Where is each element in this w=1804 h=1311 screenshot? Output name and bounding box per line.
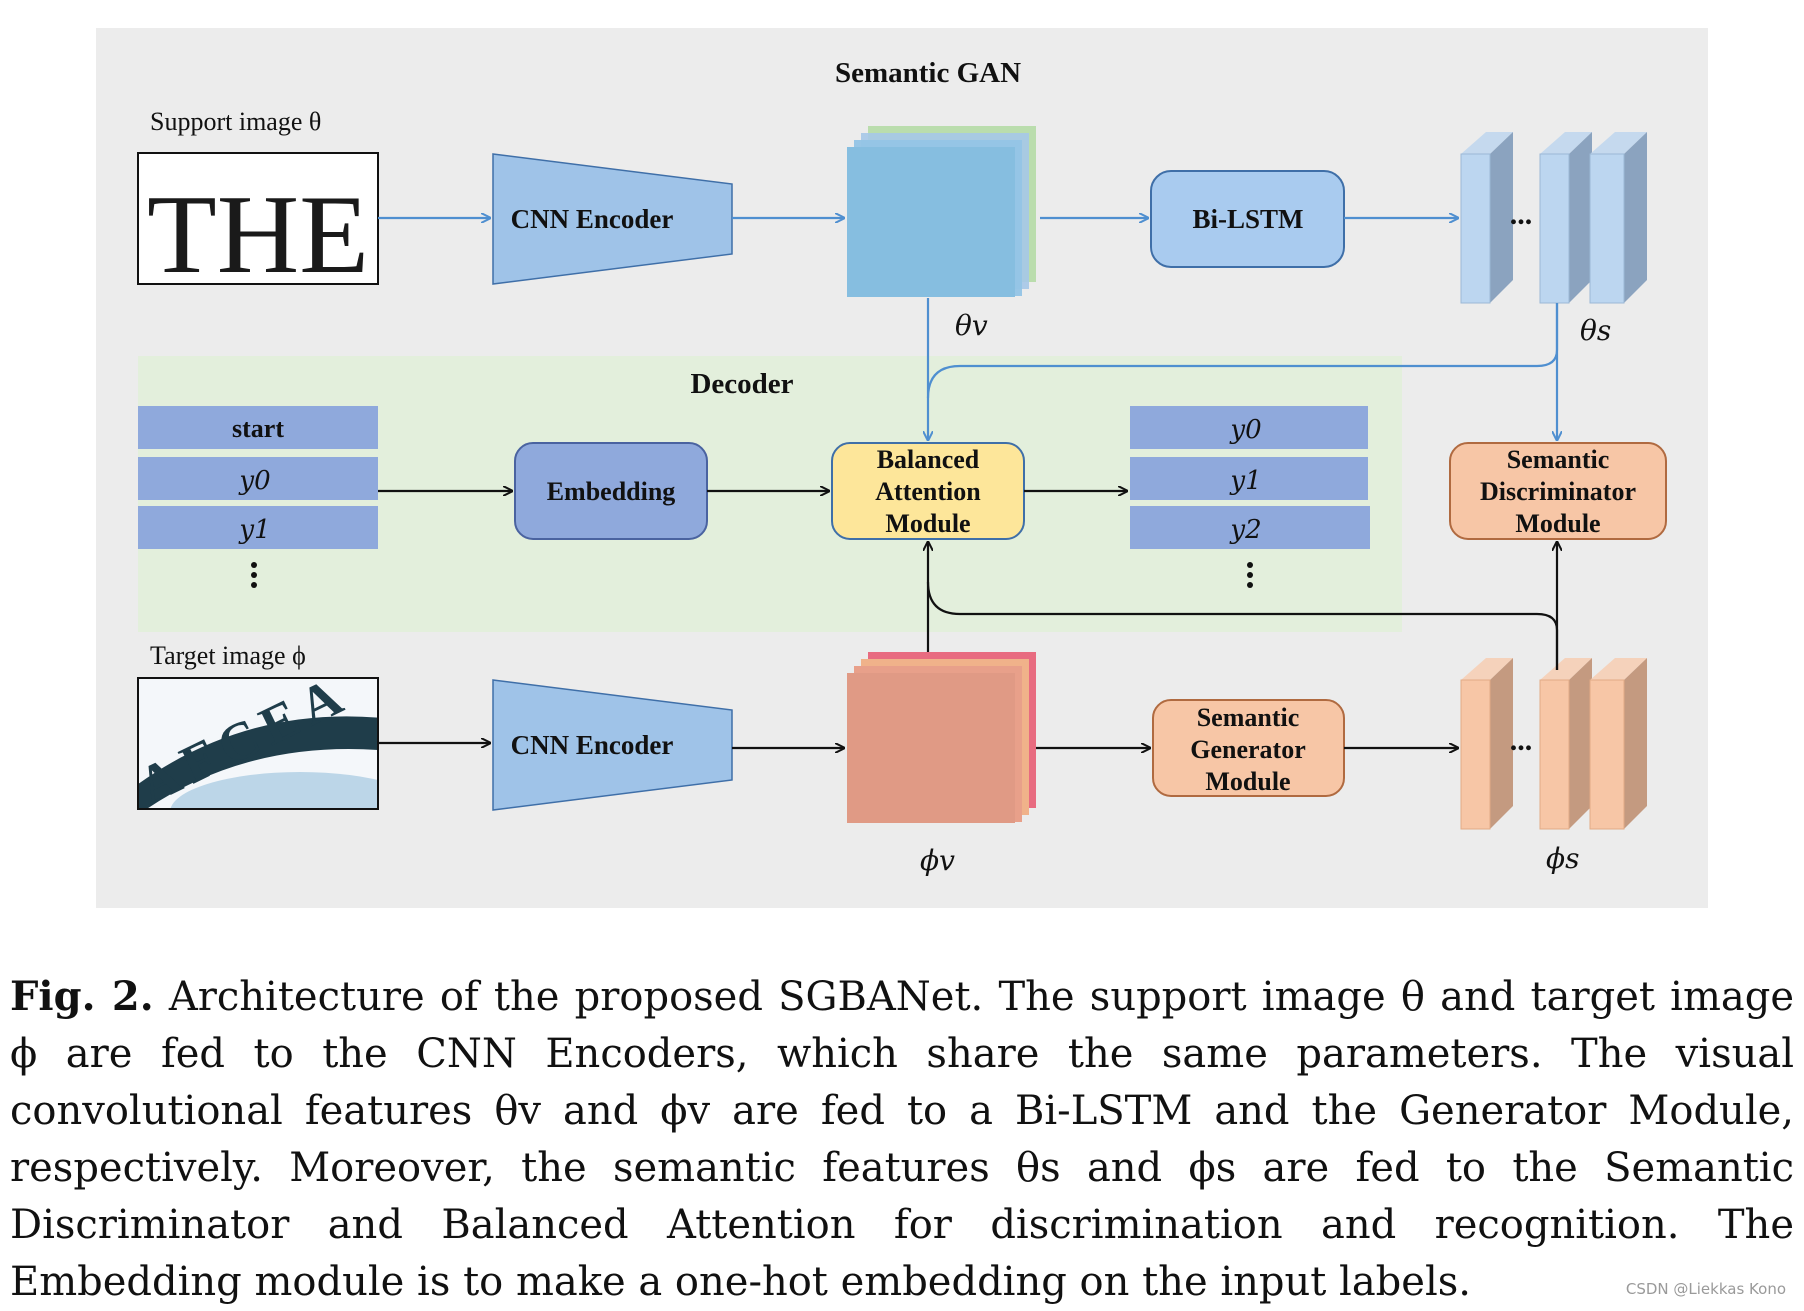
- generator-label-2: Generator: [1190, 735, 1306, 764]
- output-token-y0: [1130, 406, 1368, 449]
- input-token-y0-label: y0: [238, 466, 270, 496]
- support-image-text: THE: [147, 173, 369, 297]
- output-token-y1-label: y1: [1229, 466, 1261, 496]
- figure-caption: Fig. 2. Architecture of the proposed SGB…: [10, 968, 1794, 1311]
- blue-connectors: [378, 218, 1557, 440]
- attention-label-2: Attention: [875, 477, 981, 506]
- discriminator-label-1: Semantic: [1507, 445, 1610, 474]
- support-image: [137, 152, 379, 285]
- bilstm-label: Bi-LSTM: [1192, 204, 1303, 234]
- theta-v-feature-cube: [847, 126, 1036, 297]
- theta-s-ellipsis: ...: [1510, 198, 1533, 231]
- attention-label-1: Balanced: [877, 445, 980, 474]
- cnn-encoder-bottom-label: CNN Encoder: [511, 730, 674, 760]
- target-image-label: Target image ϕ: [150, 641, 306, 670]
- theta-v-label: θv: [955, 309, 988, 342]
- cnn-encoder-bottom: [492, 679, 733, 811]
- output-token-y1: [1130, 457, 1368, 500]
- phi-v-label: ϕv: [920, 844, 955, 877]
- input-token-more-icon: [251, 562, 257, 588]
- output-token-y2-label: y2: [1229, 515, 1261, 545]
- phi-s-label: ϕs: [1546, 842, 1579, 875]
- theta-s-label: θs: [1580, 314, 1611, 347]
- discriminator-label-3: Module: [1515, 509, 1600, 538]
- decoder-title: Decoder: [690, 368, 793, 400]
- target-image: AFCEA: [138, 678, 378, 809]
- output-token-y0-label: y0: [1229, 415, 1261, 445]
- panel-title: Semantic GAN: [835, 57, 1021, 89]
- semantic-discriminator-box: [1449, 442, 1667, 540]
- generator-label-1: Semantic: [1197, 703, 1300, 732]
- output-token-more-icon: [1247, 562, 1253, 588]
- caption-fig-label: Fig. 2.: [10, 973, 154, 1020]
- theta-s-semantic-features: [1460, 132, 1647, 304]
- input-token-y1: [138, 506, 378, 549]
- caption-text: Architecture of the proposed SGBANet. Th…: [10, 974, 1795, 1305]
- embedding-label: Embedding: [547, 477, 676, 506]
- output-token-y2: [1130, 506, 1370, 549]
- attention-label-3: Module: [885, 509, 970, 538]
- watermark: CSDN @Liekkas Kono: [1625, 1280, 1786, 1298]
- support-image-label: Support image θ: [150, 107, 321, 136]
- input-token-start-label: start: [232, 414, 284, 443]
- input-token-y1-label: y1: [238, 515, 270, 545]
- phi-s-semantic-features: [1460, 658, 1647, 830]
- black-connectors: [378, 491, 1557, 748]
- input-token-start: [138, 406, 378, 449]
- cnn-encoder-top-label: CNN Encoder: [511, 204, 674, 234]
- generator-label-3: Module: [1205, 767, 1290, 796]
- input-token-y0: [138, 457, 378, 500]
- cnn-encoder-top: [492, 153, 733, 285]
- phi-v-feature-cube: [847, 652, 1036, 823]
- phi-s-ellipsis: ...: [1510, 724, 1533, 757]
- discriminator-label-2: Discriminator: [1480, 477, 1636, 506]
- architecture-diagram: Semantic GAN Decoder Support image θ THE…: [96, 28, 1708, 908]
